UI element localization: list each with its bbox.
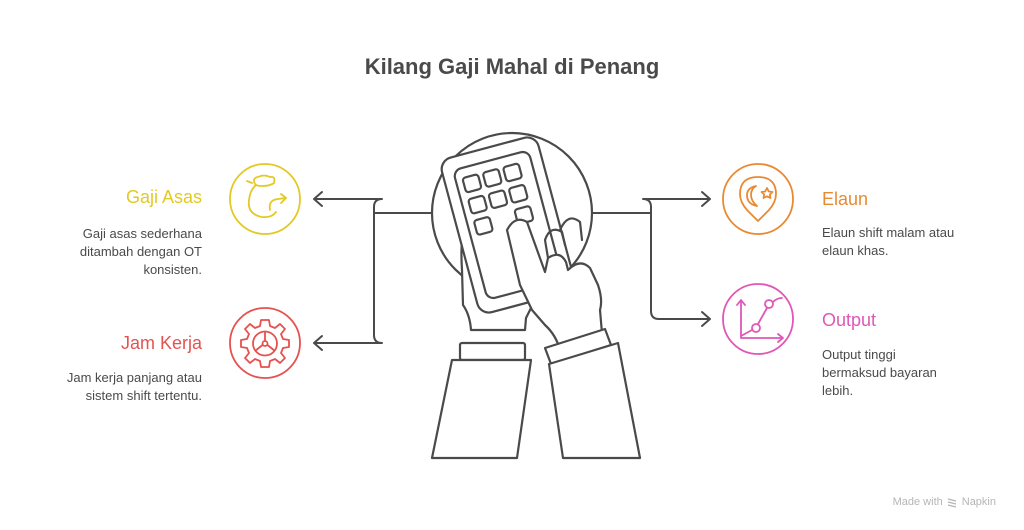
elaun-description: Elaun shift malam atau elaun khas. [822, 224, 954, 260]
gear-icon [229, 307, 301, 379]
napkin-logo-icon [947, 497, 956, 508]
jam-kerja-description: Jam kerja panjang atau sistem shift tert… [67, 369, 202, 405]
jam-kerja-label: Jam Kerja [120, 333, 202, 353]
napkin-brand-text: Napkin [961, 496, 996, 508]
output-desc-line: Output tinggi [822, 347, 896, 362]
night-location-pin-icon [722, 163, 794, 235]
made-with-text: Made with [892, 496, 943, 508]
output-description: Output tinggi bermaksud bayaran lebih. [822, 346, 937, 400]
gaji-asas-desc-line: ditambah dengan OT [79, 244, 202, 259]
gaji-asas-description: Gaji asas sederhana ditambah dengan OT k… [80, 225, 202, 279]
hands-calculator-icon [430, 131, 642, 460]
connectors [313, 191, 711, 351]
line-chart-icon [722, 283, 794, 355]
jam-kerja-desc-line: sistem shift tertentu. [85, 388, 202, 403]
page-title: Kilang Gaji Mahal di Penang [364, 54, 660, 79]
elaun-desc-line: elaun khas. [822, 243, 889, 258]
gaji-asas-desc-line: konsisten. [143, 262, 202, 277]
money-bag-icon [229, 163, 301, 235]
output-desc-line: bermaksud bayaran [822, 365, 937, 380]
gaji-asas-desc-line: Gaji asas sederhana [82, 226, 202, 241]
output-desc-line: lebih. [822, 383, 854, 398]
left-connector [313, 191, 434, 351]
elaun-label: Elaun [822, 189, 869, 209]
jam-kerja-desc-line: Jam kerja panjang atau [66, 370, 202, 385]
gaji-asas-label: Gaji Asas [125, 187, 202, 207]
footer-watermark[interactable]: Made with Napkin [893, 496, 996, 508]
elaun-desc-line: Elaun shift malam atau [822, 225, 955, 240]
right-connector [591, 191, 711, 327]
output-label: Output [822, 310, 877, 330]
